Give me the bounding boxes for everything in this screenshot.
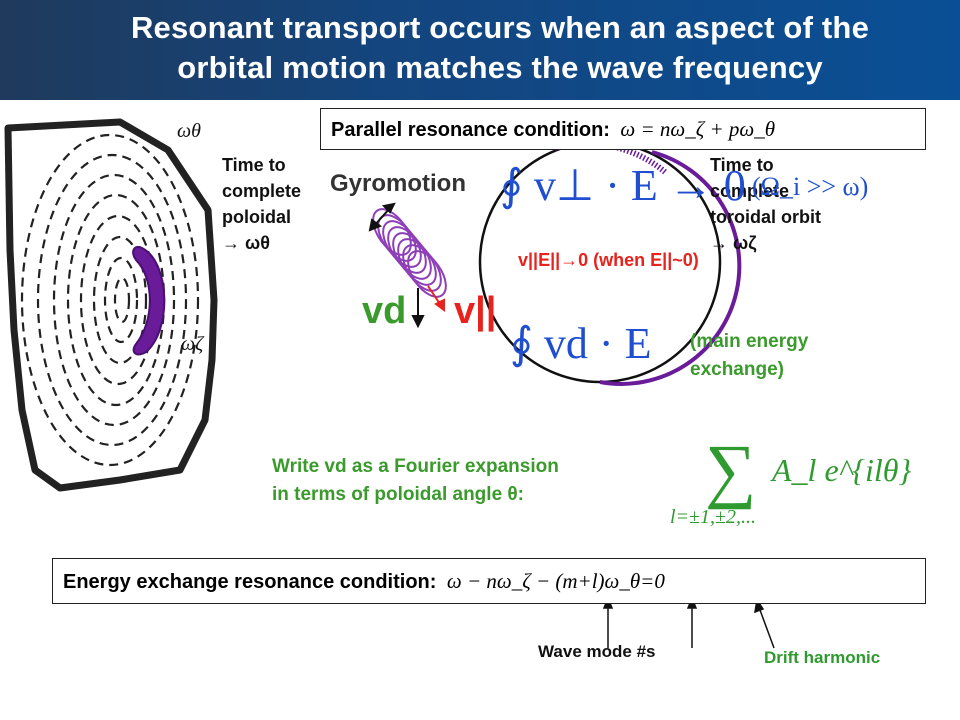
tokamak-wall <box>4 118 218 492</box>
poloidal-note: Time to complete poloidal → ωθ <box>222 152 301 256</box>
parallel-energy-note: v||E||→0 (when E||~0) <box>518 250 699 270</box>
banana-orbit <box>132 246 166 356</box>
main-exchange-note: (main energy exchange) <box>690 328 808 384</box>
parallel-resonance-box: Parallel resonance condition: ω = nω_ζ +… <box>320 108 926 150</box>
omega-theta-label: ωθ <box>177 120 201 142</box>
wave-mode-label: Wave mode #s <box>538 642 656 661</box>
drift-harmonic-label: Drift harmonic <box>764 648 881 667</box>
energy-resonance-box: Energy exchange resonance condition: ω −… <box>52 558 926 604</box>
gyro-double-arrow <box>368 202 396 232</box>
toroidal-note: Time to complete toroidal orbit → ωζ <box>710 152 821 256</box>
poloidal-note-line-3: poloidal <box>222 207 291 227</box>
toroidal-note-line-3: toroidal orbit <box>710 207 821 227</box>
fourier-note: Write vd as a Fourier expansion in terms… <box>272 453 559 509</box>
parallel-resonance-label: Parallel resonance condition: <box>331 119 610 141</box>
gyro-coil <box>372 208 447 298</box>
gyromotion-label: Gyromotion <box>330 170 466 197</box>
integral-top-condition: (Ω_i >> ω) <box>752 172 869 201</box>
omega-zeta-label: ωζ <box>181 333 204 355</box>
fourier-note-line-2: in terms of poloidal angle θ: <box>272 484 525 505</box>
vpar-arrow <box>427 285 445 312</box>
vpar-label: v|| <box>454 290 497 332</box>
fourier-note-line-1: Write vd as a Fourier expansion <box>272 456 559 477</box>
vd-label: vd <box>362 290 407 332</box>
fourier-sum-term: A_l e^{ilθ} <box>772 452 912 488</box>
energy-resonance-label: Energy exchange resonance condition: <box>63 571 437 593</box>
poloidal-note-line-1: Time to <box>222 155 286 175</box>
toroidal-note-line-4: → ωζ <box>710 233 757 253</box>
toroidal-note-line-1: Time to <box>710 155 774 175</box>
poloidal-note-line-2: complete <box>222 181 302 201</box>
energy-resonance-equation: ω − nω_ζ − (m+l)ω_θ=0 <box>446 569 665 593</box>
parallel-resonance-equation: ω = nω_ζ + pω_θ <box>620 117 776 141</box>
title-line-2: orbital motion matches the wave frequenc… <box>177 50 823 85</box>
drift-arc <box>599 150 742 386</box>
vd-arrow <box>411 288 425 329</box>
main-exchange-line-1: (main energy <box>690 331 809 352</box>
toroidal-note-line-2: complete <box>710 181 790 201</box>
integral-bottom: ∮ vd · E <box>510 319 652 368</box>
fourier-sum-index: l=±1,±2,... <box>670 506 757 528</box>
title-banner: Resonant transport occurs when an aspect… <box>0 0 960 100</box>
pointer-arrows <box>602 595 775 649</box>
title-line-1: Resonant transport occurs when an aspect… <box>130 10 870 45</box>
main-exchange-line-2: exchange) <box>690 359 784 380</box>
poloidal-note-line-4: → ωθ <box>222 233 270 253</box>
flux-surfaces <box>20 133 200 467</box>
integral-top: ∮ v⊥ · E → 0 <box>500 161 746 210</box>
sum-symbol: ∑ <box>705 430 757 510</box>
